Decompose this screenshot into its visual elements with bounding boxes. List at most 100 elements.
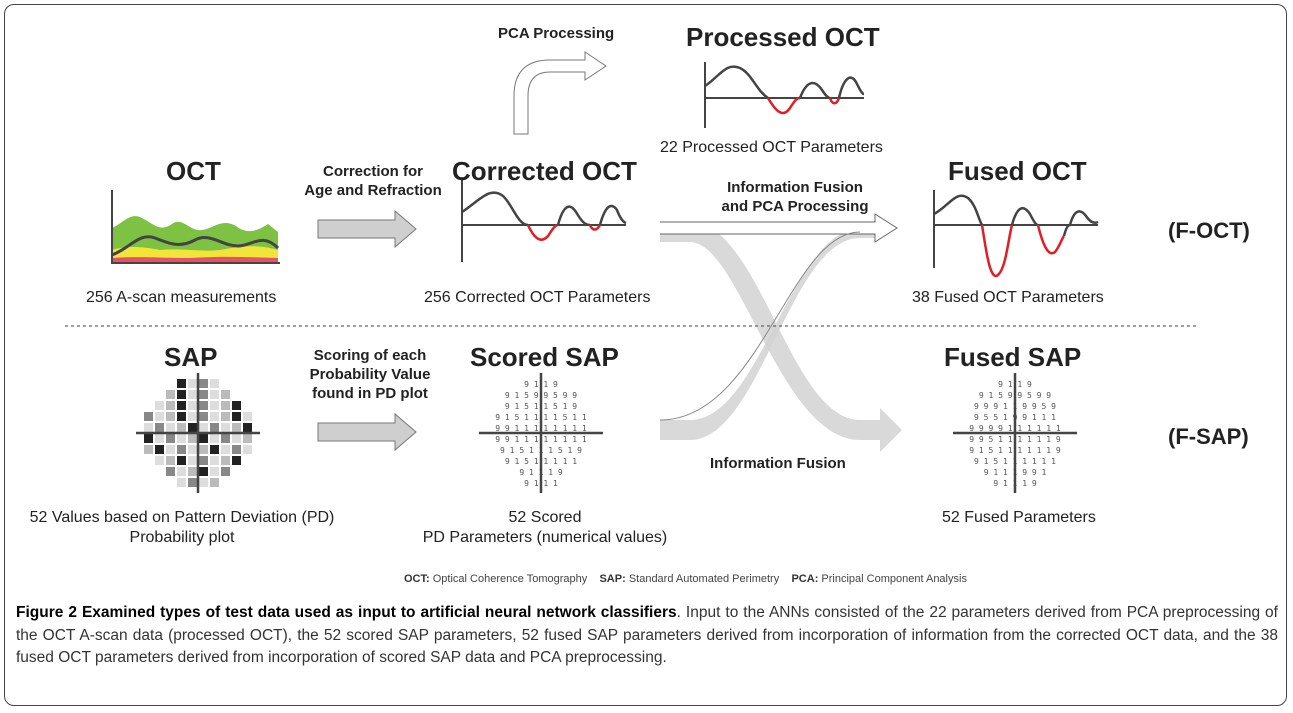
sap-cell	[210, 379, 219, 388]
sap-cell	[221, 412, 230, 421]
sap-cell	[199, 379, 208, 388]
sap-cell	[155, 412, 164, 421]
sap-cell	[166, 456, 175, 465]
sap-cell	[232, 412, 241, 421]
sap-cell	[155, 456, 164, 465]
processed-oct-curve	[704, 62, 865, 128]
sap-cell	[243, 445, 252, 454]
corrected-oct-curve	[461, 178, 627, 262]
pca-step-label: PCA Processing	[498, 25, 615, 42]
sap-cell	[188, 401, 197, 410]
sap-cell	[243, 412, 252, 421]
sap-cell	[188, 379, 197, 388]
sap-cell	[177, 412, 186, 421]
fused-oct-curve	[933, 190, 1099, 278]
sap-cell	[188, 467, 197, 476]
sap-cell	[166, 434, 175, 443]
corrected-caption: 256 Corrected OCT Parameters	[424, 289, 651, 306]
sap-cell	[232, 423, 241, 432]
sap-cell	[155, 445, 164, 454]
scored-sap-title: Scored SAP	[470, 342, 619, 372]
fused-sap-title: Fused SAP	[944, 342, 1082, 372]
sap-cell	[221, 423, 230, 432]
sap-cell	[155, 401, 164, 410]
sap-cell	[232, 401, 241, 410]
sap-cell	[177, 423, 186, 432]
sap-cell	[221, 467, 230, 476]
sap-cell	[199, 467, 208, 476]
sap-cell	[221, 456, 230, 465]
info-fusion-step-label: Information Fusion	[710, 455, 846, 472]
sap-cell	[188, 390, 197, 399]
sap-cell	[188, 456, 197, 465]
fused-sap-caption: 52 Fused Parameters	[942, 509, 1096, 526]
sap-cell	[155, 423, 164, 432]
sap-cell	[166, 412, 175, 421]
sap-cell	[177, 478, 186, 487]
sap-probability-plot	[136, 373, 260, 493]
fsap-tag: (F-SAP)	[1168, 424, 1249, 449]
oct-caption: 256 A-scan measurements	[86, 289, 277, 306]
sap-cell	[188, 445, 197, 454]
sap-cell	[144, 423, 153, 432]
sap-cell	[188, 478, 197, 487]
fused-oct-title: Fused OCT	[948, 156, 1087, 186]
oct-area-chart	[111, 190, 280, 264]
sap-cell	[210, 412, 219, 421]
oct-title: OCT	[166, 156, 221, 186]
correction-arrow	[317, 209, 417, 249]
sap-cell	[177, 456, 186, 465]
sap-cell	[177, 379, 186, 388]
fusion-band-sap-to-oct	[660, 217, 896, 440]
sap-cell	[188, 434, 197, 443]
sap-title: SAP	[164, 342, 218, 372]
processed-caption: 22 Processed OCT Parameters	[660, 139, 883, 156]
sap-cell	[232, 445, 241, 454]
sap-cell	[210, 401, 219, 410]
sap-cell	[221, 390, 230, 399]
sap-cell	[144, 434, 153, 443]
sap-cell	[177, 401, 186, 410]
figure-frame	[4, 4, 1287, 706]
fusion-band-oct-to-sap	[660, 222, 902, 452]
sap-cell	[188, 412, 197, 421]
sap-cell	[221, 434, 230, 443]
sap-cell	[199, 456, 208, 465]
sap-cell	[166, 390, 175, 399]
sap-cell	[232, 456, 241, 465]
sap-cell	[177, 390, 186, 399]
sap-cell	[243, 423, 252, 432]
sap-cell	[221, 401, 230, 410]
sap-cell	[199, 434, 208, 443]
scoring-arrow	[317, 412, 417, 452]
fused-sap-grid: 9 1 1 99 1 5 9 9 5 9 99 9 9 1 1 9 9 5 99…	[953, 373, 1077, 493]
pca-arrow	[513, 51, 607, 135]
corrected-oct-title: Corrected OCT	[452, 156, 637, 186]
sap-cell	[199, 390, 208, 399]
sap-cell	[210, 478, 219, 487]
sap-cell	[243, 434, 252, 443]
sap-cell	[232, 434, 241, 443]
sap-cell	[210, 445, 219, 454]
sap-cell	[221, 445, 230, 454]
sap-cell	[166, 423, 175, 432]
abbreviation-legend: OCT: Optical Coherence Tomography SAP: S…	[404, 573, 967, 585]
sap-cell	[199, 401, 208, 410]
sap-band-outline	[659, 231, 861, 421]
sap-cell	[166, 445, 175, 454]
sap-cell	[177, 467, 186, 476]
sap-cell	[210, 423, 219, 432]
sap-cell	[188, 423, 197, 432]
sap-cell	[210, 390, 219, 399]
foct-tag: (F-OCT)	[1168, 218, 1250, 243]
fused-oct-caption: 38 Fused OCT Parameters	[912, 289, 1104, 306]
sap-cell	[210, 434, 219, 443]
sap-cell	[210, 456, 219, 465]
sap-cell	[155, 434, 164, 443]
sap-cell	[166, 467, 175, 476]
